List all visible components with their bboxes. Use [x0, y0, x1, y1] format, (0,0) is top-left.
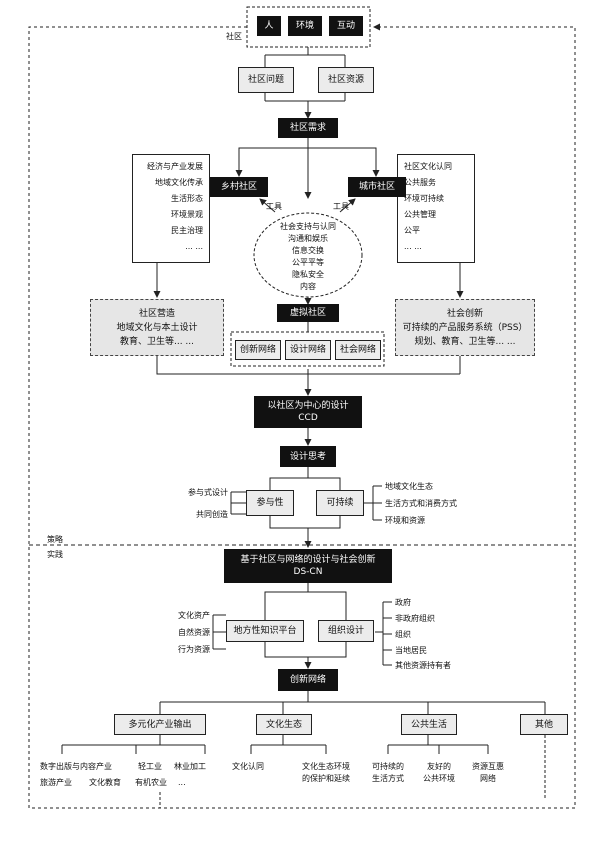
tool-label-right: 工具: [333, 202, 349, 211]
urban-community-box: 城市社区: [348, 177, 406, 197]
rural-outcome-line: 教育、卫生等... ...: [119, 336, 195, 347]
community-problems-box: 社区问题: [238, 67, 294, 93]
virtual-need: 社会支持与认同: [280, 222, 336, 231]
rural-factor: 地域文化传承: [155, 178, 203, 187]
public-item: 网络: [480, 774, 496, 783]
urban-factor: 公共管理: [404, 210, 436, 219]
participation-box: 参与性: [246, 490, 294, 516]
industry-item: 有机农业: [135, 778, 167, 787]
strategy-label: 策略: [47, 535, 63, 544]
org-item: 政府: [395, 598, 411, 607]
industry-item: 旅游产业: [40, 778, 72, 787]
dscn-title: 基于社区与网络的设计与社会创新: [240, 555, 376, 565]
other-box: 其他: [520, 714, 568, 735]
ecology-item: 文化认同: [232, 762, 264, 771]
urban-factor: 环境可持续: [404, 194, 444, 203]
sustainability-item: 生活方式和消费方式: [385, 499, 457, 508]
local-knowledge-platform-box: 地方性知识平台: [226, 620, 304, 642]
urban-outcome-line: 社会创新: [446, 308, 483, 319]
top-item-interaction: 互动: [329, 16, 363, 36]
community-label: 社区: [226, 32, 242, 41]
tool-label-left: 工具: [266, 202, 282, 211]
network-innovation: 创新网络: [235, 340, 281, 360]
public-item: 生活方式: [372, 774, 404, 783]
virtual-needs-list: 社会支持与认同 沟通和娱乐 信息交换 公平平等 隐私安全 内容: [262, 221, 354, 293]
urban-factors-box: 社区文化认同 公共服务 环境可持续 公共管理 公平 ... ...: [397, 154, 475, 263]
industry-item: ...: [178, 778, 186, 787]
ccd-abbr: CCD: [298, 413, 318, 423]
public-item: 可持续的: [372, 762, 404, 771]
urban-factor: 公共服务: [404, 178, 436, 187]
participation-item: 共同创造: [196, 510, 228, 519]
network-social: 社会网络: [335, 340, 381, 360]
organization-design-box: 组织设计: [318, 620, 374, 642]
org-item: 当地居民: [395, 646, 427, 655]
ccd-title: 以社区为中心的设计: [267, 401, 349, 411]
ecology-item: 文化生态环境: [302, 762, 350, 771]
participation-item: 参与式设计: [188, 488, 228, 497]
community-resources-box: 社区资源: [318, 67, 374, 93]
sustainability-box: 可持续: [316, 490, 364, 516]
urban-outcome-box: 社会创新 可持续的产品服务系统（PSS） 规划、教育、卫生等... ...: [395, 299, 535, 356]
platform-item: 自然资源: [178, 628, 210, 637]
ccd-box: 以社区为中心的设计 CCD: [254, 396, 362, 428]
virtual-community-box: 虚拟社区: [277, 304, 339, 322]
cultural-ecology-box: 文化生态: [256, 714, 312, 735]
org-item: 其他资源持有者: [395, 661, 451, 670]
rural-factor: ... ...: [185, 242, 203, 251]
industry-item: 林业加工: [174, 762, 206, 771]
public-item: 资源互惠: [472, 762, 504, 771]
public-item: 公共环境: [423, 774, 455, 783]
network-design: 设计网络: [285, 340, 331, 360]
virtual-need: 沟通和娱乐: [288, 234, 328, 243]
platform-item: 行为资源: [178, 645, 210, 654]
industry-output-box: 多元化产业输出: [114, 714, 206, 735]
rural-factor: 环境景观: [171, 210, 203, 219]
sustainability-item: 地域文化生态: [385, 482, 433, 491]
rural-factor: 民主治理: [171, 226, 203, 235]
design-thinking-box: 设计思考: [280, 446, 336, 467]
innovation-network-box: 创新网络: [278, 669, 338, 691]
rural-community-box: 乡村社区: [210, 177, 268, 197]
community-demand-box: 社区需求: [278, 118, 338, 138]
ecology-item: 的保护和延续: [302, 774, 350, 783]
platform-item: 文化资产: [178, 611, 210, 620]
virtual-need: 公平平等: [292, 258, 324, 267]
org-item: 非政府组织: [395, 614, 435, 623]
industry-item: 轻工业: [138, 762, 162, 771]
sustainability-item: 环境和资源: [385, 516, 425, 525]
industry-item: 数字出版与内容产业: [40, 762, 112, 771]
urban-outcome-line: 可持续的产品服务系统（PSS）: [402, 322, 528, 333]
dscn-abbr: DS-CN: [293, 567, 323, 577]
virtual-need: 内容: [300, 282, 316, 291]
public-life-box: 公共生活: [401, 714, 457, 735]
rural-outcome-line: 社区营造: [138, 308, 175, 319]
virtual-need: 信息交换: [292, 246, 324, 255]
virtual-needs-ellipse: [253, 212, 363, 298]
urban-factor: 社区文化认同: [404, 162, 452, 171]
rural-outcome-line: 地域文化与本土设计: [116, 322, 198, 333]
urban-outcome-line: 规划、教育、卫生等... ...: [414, 336, 516, 347]
org-item: 组织: [395, 630, 411, 639]
practice-label: 实践: [47, 550, 63, 559]
network-group-frame: [230, 331, 385, 367]
urban-factor: ... ...: [404, 242, 422, 251]
feedback-loop: [28, 23, 576, 809]
urban-factor: 公平: [404, 226, 420, 235]
rural-factor: 生活形态: [171, 194, 203, 203]
top-item-environment: 环境: [288, 16, 322, 36]
top-item-people: 人: [257, 16, 281, 36]
rural-factors-box: 经济与产业发展 地域文化传承 生活形态 环境景观 民主治理 ... ...: [132, 154, 210, 263]
dscn-box: 基于社区与网络的设计与社会创新 DS-CN: [224, 549, 392, 583]
industry-item: 文化教育: [89, 778, 121, 787]
rural-factor: 经济与产业发展: [147, 162, 203, 171]
virtual-need: 隐私安全: [292, 270, 324, 279]
public-item: 友好的: [427, 762, 451, 771]
rural-outcome-box: 社区营造 地域文化与本土设计 教育、卫生等... ...: [90, 299, 224, 356]
